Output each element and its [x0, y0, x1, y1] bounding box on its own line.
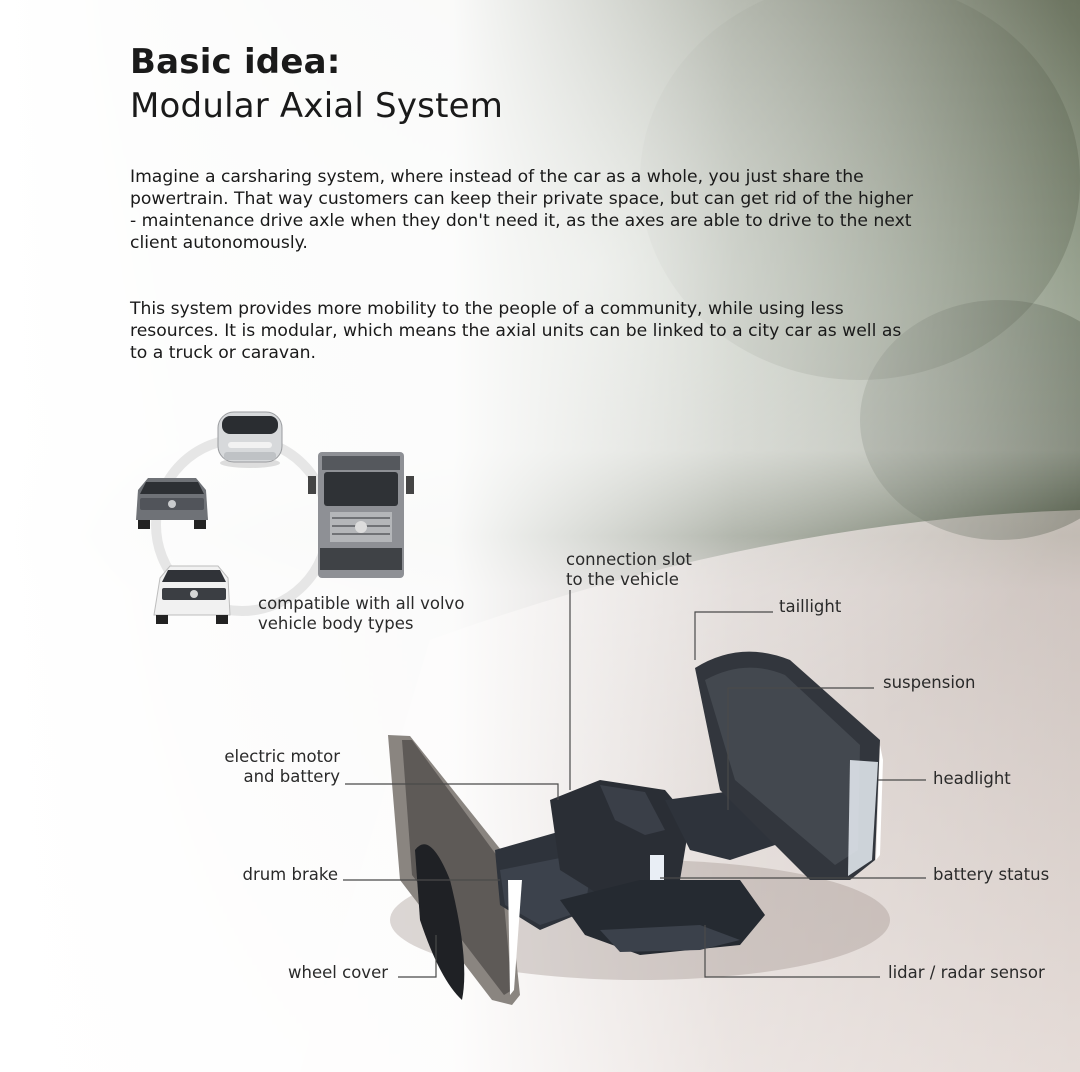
title-line-1: Basic idea:	[130, 42, 341, 82]
callout-battery-status: battery status	[933, 865, 1050, 884]
vehicle-compatibility-caption: compatible with all volvo vehicle body t…	[258, 594, 465, 633]
callout-lidar-radar: lidar / radar sensor	[888, 963, 1045, 982]
callout-drum-brake: drum brake	[242, 865, 338, 884]
callout-connection-slot: connection slot to the vehicle	[566, 550, 692, 589]
intro-paragraph: Imagine a carsharing system, where inste…	[130, 167, 914, 253]
suv-front-icon	[136, 478, 208, 529]
white-suv-icon	[153, 565, 231, 624]
title-line-2: Modular Axial System	[130, 86, 504, 126]
callout-lines	[343, 590, 926, 978]
city-car-icon	[217, 411, 283, 468]
axial-unit-illustration	[388, 651, 890, 1005]
callout-wheel-cover: wheel cover	[288, 963, 388, 982]
mobility-paragraph: This system provides more mobility to th…	[130, 299, 902, 363]
page-title: Basic idea: Modular Axial System	[130, 40, 503, 128]
callout-taillight: taillight	[779, 597, 842, 616]
callout-suspension: suspension	[883, 673, 976, 692]
callout-electric-motor: electric motor and battery	[224, 747, 340, 786]
truck-icon	[308, 452, 414, 578]
callout-headlight: headlight	[933, 769, 1011, 788]
